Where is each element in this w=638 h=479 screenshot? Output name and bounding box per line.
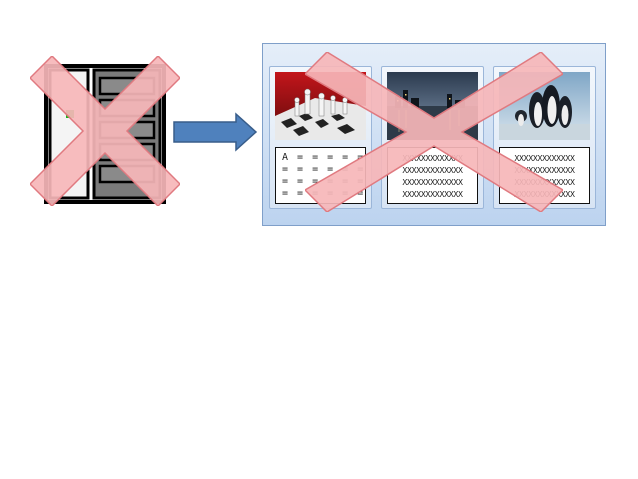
card-text-line: A = = = = = = (282, 152, 365, 163)
card-text-line: XXXXXXXXXXXXX (402, 165, 463, 175)
red-x-icon (30, 56, 180, 206)
card-text-line: XXXXXXXXXXXXX (402, 189, 463, 199)
right-arrow-icon (173, 112, 258, 152)
card-text-line: XXXXXXXXXXXXX (402, 153, 463, 163)
card-text-line: XXXXXXXXXXXXX (514, 153, 575, 163)
card-text-line: = = = = = = = (282, 164, 365, 175)
red-x-icon (305, 52, 563, 212)
card-text-line: XXXXXXXXXXXXX (514, 165, 575, 175)
card-text-line: XXXXXXXXXXXXX (402, 177, 463, 187)
